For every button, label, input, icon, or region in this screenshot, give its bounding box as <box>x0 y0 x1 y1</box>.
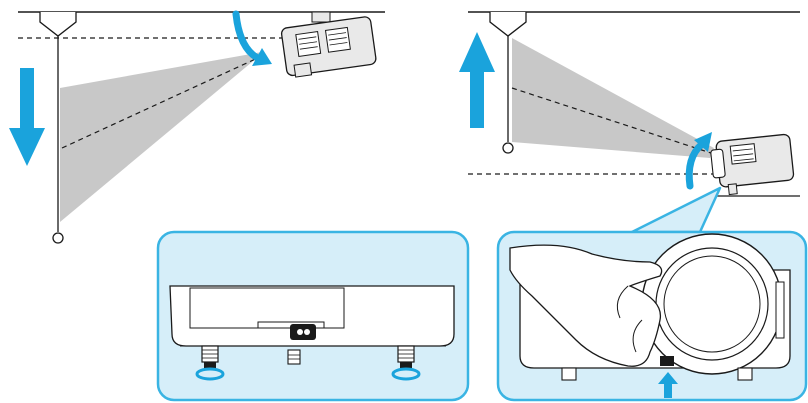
dashed-guide-center <box>61 55 263 149</box>
ceiling-projector <box>280 16 377 78</box>
projection-beam <box>512 38 714 158</box>
center-foot <box>287 349 301 365</box>
screen-hanger <box>489 12 527 37</box>
power-socket-pin <box>304 329 310 335</box>
arrow-up-icon <box>459 32 495 128</box>
power-socket-pin <box>297 329 303 335</box>
inset-front-lever <box>496 230 808 402</box>
screen-pull-ring <box>502 142 514 154</box>
arrow-down-icon <box>9 68 45 166</box>
front-foot-left <box>561 367 577 381</box>
screen-pull-ring <box>52 232 64 244</box>
callout-pointer <box>630 186 722 234</box>
desktop-projector <box>710 133 795 196</box>
rotation-ring-icon <box>391 367 421 381</box>
rear-panel-recess <box>189 287 345 329</box>
rotation-ring-icon <box>195 367 225 381</box>
lens-glass <box>663 255 761 353</box>
ceiling-mount-panel <box>9 10 385 244</box>
mount-bracket <box>311 11 331 23</box>
rear-foot-left <box>201 345 219 368</box>
inset-rear-feet <box>156 230 470 402</box>
rear-foot-right <box>397 345 415 368</box>
finger-line <box>616 285 629 319</box>
arrow-up-icon <box>658 372 678 398</box>
side-grip <box>775 281 785 339</box>
screen-hanger <box>39 12 77 37</box>
finger-line <box>632 319 643 353</box>
hand-illustration <box>509 244 663 367</box>
curved-arrow-head <box>252 48 272 66</box>
front-foot-right <box>737 367 753 381</box>
curved-arrow-head <box>694 132 712 152</box>
projection-beam <box>60 52 262 222</box>
desktop-panel <box>459 11 800 206</box>
curved-arrow-icon <box>685 140 706 190</box>
foot-release-lever <box>660 356 674 366</box>
